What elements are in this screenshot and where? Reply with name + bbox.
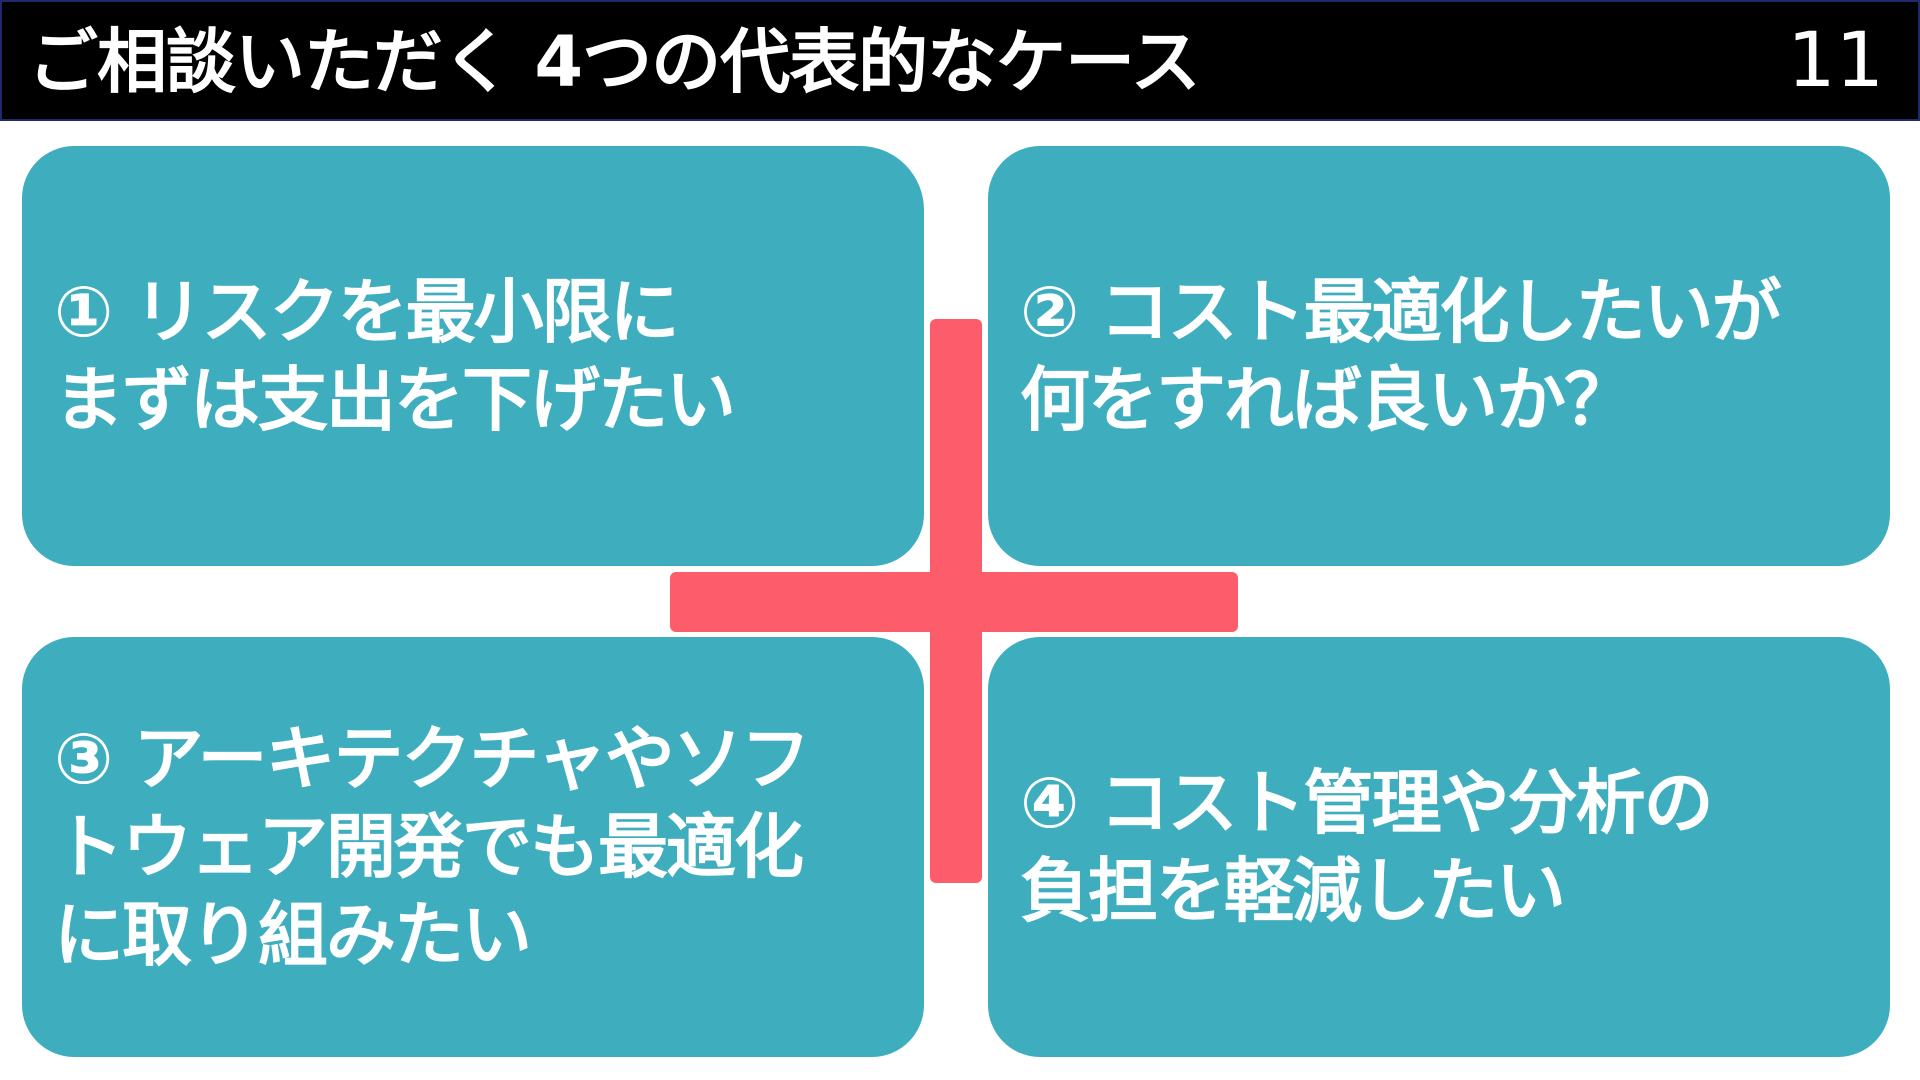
slide-title: ご相談いただく 4つの代表的なケース — [28, 21, 1201, 103]
case-text-1: ① リスクを最小限に まずは支出を下げたい — [54, 271, 736, 441]
case-text-2: ② コスト最適化したいが 何をすれば良いか？ — [1020, 271, 1782, 441]
case-card-3: ③ アーキテクチャやソフ トウェア開発でも最適化 に取り組みたい — [22, 637, 924, 1057]
case-card-2: ② コスト最適化したいが 何をすれば良いか？ — [988, 146, 1890, 566]
case-text-4: ④ コスト管理や分析の 負担を軽減したい — [1020, 762, 1714, 932]
case-card-1: ① リスクを最小限に まずは支出を下げたい — [22, 146, 924, 566]
case-card-4: ④ コスト管理や分析の 負担を軽減したい — [988, 637, 1890, 1057]
case-text-3: ③ アーキテクチャやソフ トウェア開発でも最適化 に取り組みたい — [54, 718, 811, 976]
header-bar: ご相談いただく 4つの代表的なケース 11 — [0, 0, 1920, 121]
page-number: 11 — [1787, 15, 1884, 104]
cross-horizontal-bar — [670, 572, 1238, 632]
